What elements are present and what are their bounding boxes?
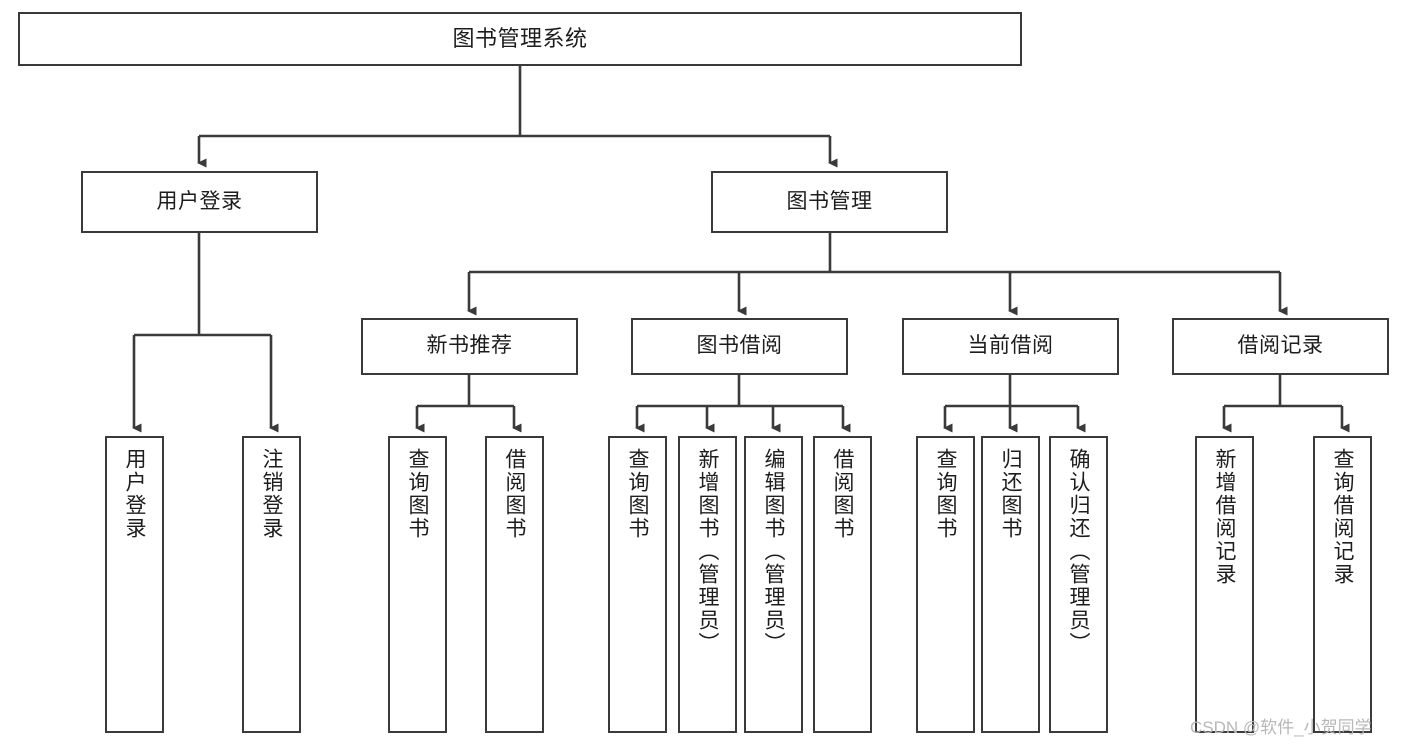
node-label: 借阅记录 (1237, 334, 1324, 358)
node-label: 借阅图书 (831, 448, 854, 540)
node-label: 查询图书 (406, 448, 429, 540)
node-current-borrow[interactable]: 当前借阅 (902, 318, 1119, 375)
leaf-return-book[interactable]: 归还图书 (981, 436, 1040, 733)
leaf-user-login[interactable]: 用户登录 (105, 436, 164, 733)
node-label: 编辑图书（管理员） (762, 448, 785, 655)
node-label: 查询图书 (626, 448, 649, 540)
leaf-edit-book-admin[interactable]: 编辑图书（管理员） (744, 436, 803, 733)
leaf-recommend-borrow-book[interactable]: 借阅图书 (485, 436, 544, 733)
leaf-current-query-book[interactable]: 查询图书 (916, 436, 975, 733)
node-label: 图书管理 (786, 189, 873, 213)
node-user-login[interactable]: 用户登录 (81, 171, 318, 233)
node-label: 用户登录 (123, 448, 146, 540)
leaf-borrow-query-book[interactable]: 查询图书 (608, 436, 667, 733)
node-label: 归还图书 (999, 448, 1022, 540)
node-new-book-recommend[interactable]: 新书推荐 (361, 318, 578, 375)
node-label: 用户登录 (156, 189, 243, 213)
node-label: 查询图书 (934, 448, 957, 540)
node-label: 新增图书（管理员） (696, 448, 719, 655)
node-label: 借阅图书 (503, 448, 526, 540)
node-book-borrow[interactable]: 图书借阅 (631, 318, 848, 375)
node-label: 图书管理系统 (452, 25, 588, 51)
node-label: 确认归还（管理员） (1067, 448, 1090, 655)
node-label: 当前借阅 (967, 334, 1054, 358)
node-label: 注销登录 (260, 448, 283, 540)
leaf-query-borrow-record[interactable]: 查询借阅记录 (1313, 436, 1372, 733)
leaf-borrow-book[interactable]: 借阅图书 (813, 436, 872, 733)
node-label: 查询借阅记录 (1331, 448, 1354, 586)
node-label: 新增借阅记录 (1213, 448, 1236, 586)
leaf-add-borrow-record[interactable]: 新增借阅记录 (1195, 436, 1254, 733)
node-book-management[interactable]: 图书管理 (711, 171, 948, 233)
node-label: 图书借阅 (696, 334, 783, 358)
leaf-add-book-admin[interactable]: 新增图书（管理员） (678, 436, 737, 733)
csdn-watermark: CSDN @软件_小贺同学 (1190, 718, 1372, 737)
leaf-recommend-query-book[interactable]: 查询图书 (388, 436, 447, 733)
node-root-system[interactable]: 图书管理系统 (18, 12, 1022, 66)
leaf-confirm-return-admin[interactable]: 确认归还（管理员） (1049, 436, 1108, 733)
node-label: 新书推荐 (426, 334, 513, 358)
node-borrow-record[interactable]: 借阅记录 (1172, 318, 1389, 375)
leaf-logout[interactable]: 注销登录 (242, 436, 301, 733)
